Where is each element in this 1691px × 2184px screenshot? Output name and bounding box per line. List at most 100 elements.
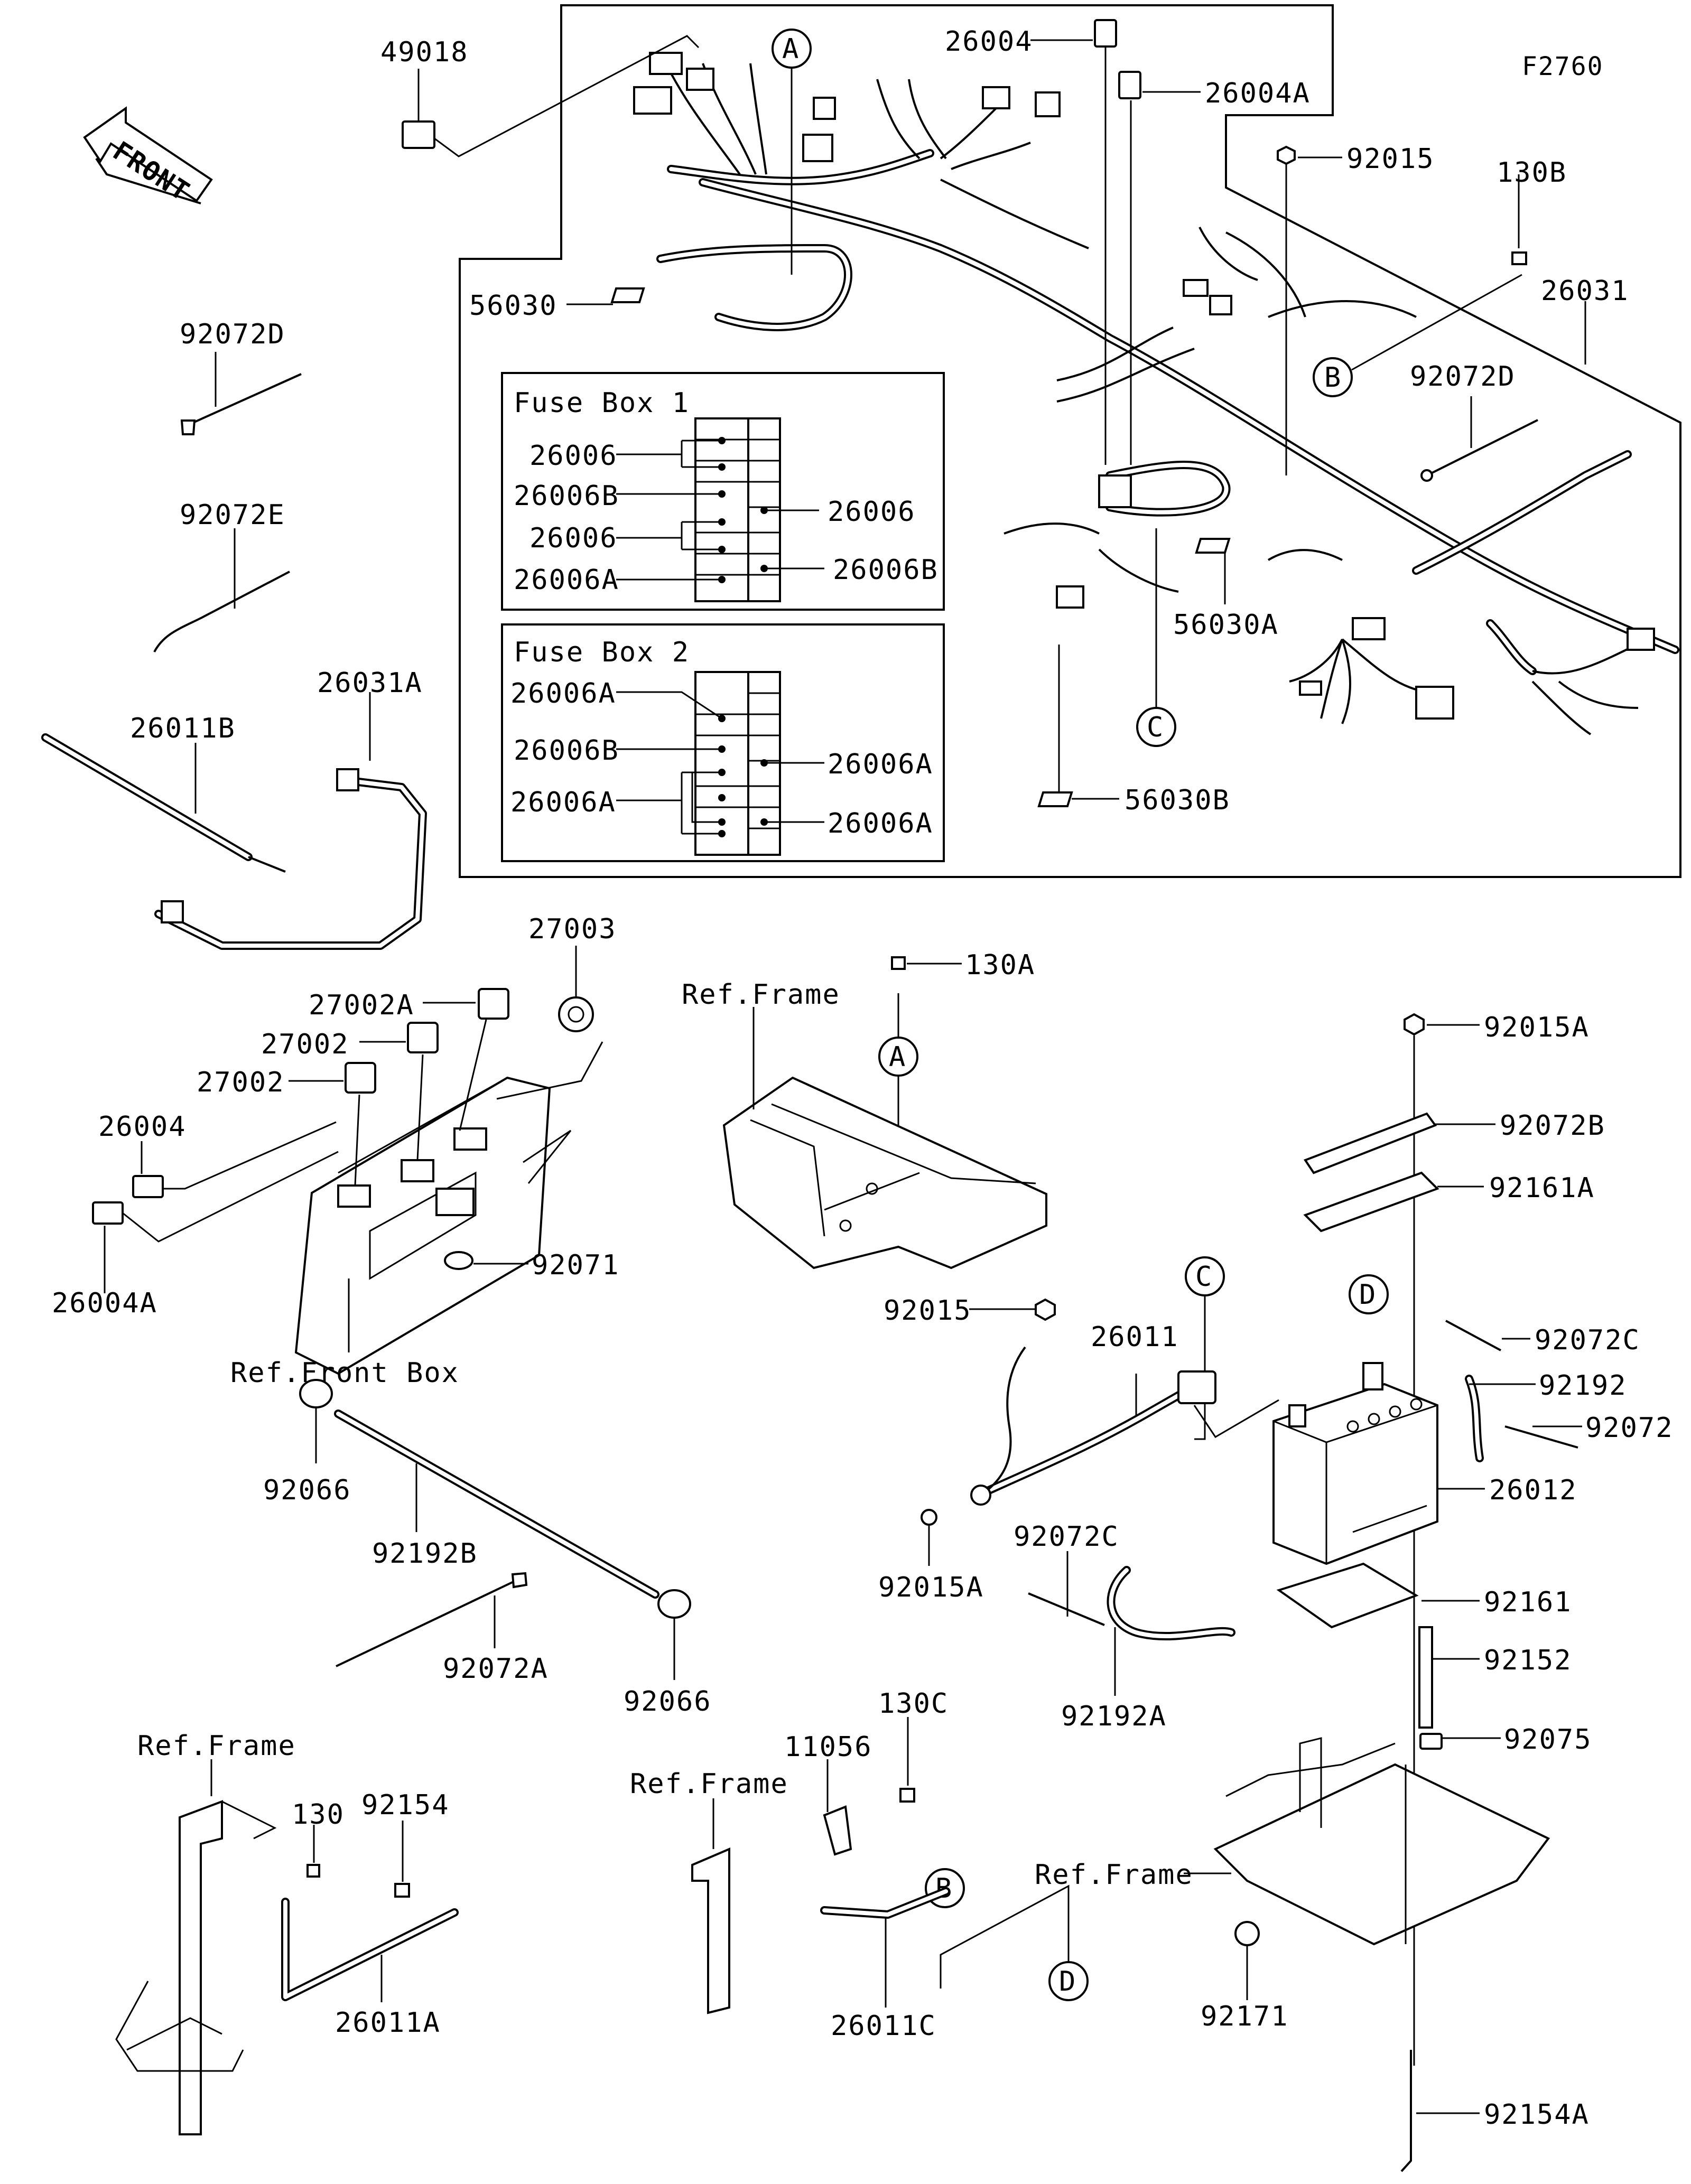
battery-area: 92015A 92072B 92161 A 92015 26011 92015A [878, 1012, 1674, 2172]
cable-guide-area: 92066 92192B 92066 92072A [263, 1379, 711, 1718]
frame-a-area: Ref.Frame 130A [682, 949, 1047, 1270]
label-92072c-left: 92072C [1014, 1521, 1119, 1553]
bolt-130b-icon [1511, 251, 1527, 265]
washer-92015a-bottom-icon [921, 1509, 937, 1526]
grommet-92071-icon [444, 1251, 473, 1270]
label-27002a: 27002A [309, 990, 414, 1021]
relay-27002-lower-icon [345, 1062, 376, 1094]
label-92015-mid: 92015 [884, 1295, 972, 1327]
svg-text:C: C [1147, 712, 1164, 743]
clamp-56030a-icon [1195, 538, 1231, 554]
label-92072d-left: 92072D [180, 319, 285, 350]
label-92171: 92171 [1201, 2001, 1289, 2032]
ref-frame-bottom-mid: Ref.Frame [630, 1768, 788, 1800]
fuse-box-1: Fuse Box 1 26006 26006B 26006 26006A 260… [501, 372, 945, 611]
label-92071: 92071 [532, 1249, 620, 1281]
callout-b-top: B [1313, 274, 1522, 397]
clamp-92171-icon [1234, 1921, 1260, 1946]
key-switch-27003-icon [558, 996, 594, 1032]
svg-text:D: D [1059, 1966, 1076, 1998]
label-26031: 26031 [1541, 275, 1629, 307]
fuse-box-1-right-label-2: 26006B [833, 554, 939, 586]
label-92161: 92161 [1484, 1586, 1572, 1618]
battery-tray-icon [1213, 1763, 1550, 1946]
callout-d-mid: D [1349, 1274, 1389, 1314]
label-92192b: 92192B [372, 1538, 478, 1570]
relay-26004a-front-icon [92, 1201, 124, 1225]
tube-92192a-icon [1107, 1566, 1235, 1640]
fuse-box-2-left-label-3: 26006A [510, 787, 616, 818]
bolt-130-icon [306, 1864, 320, 1878]
nut-92015a-top-icon [1404, 1013, 1425, 1036]
fuse-box-1-left-label-2: 26006B [514, 480, 619, 512]
figure-id: F2760 [1522, 52, 1604, 81]
label-26004: 26004 [945, 26, 1033, 58]
label-130: 130 [292, 1799, 345, 1831]
label-56030a: 56030A [1173, 609, 1279, 641]
label-27002-lower: 27002 [197, 1067, 285, 1098]
label-130a: 130A [965, 949, 1035, 981]
svg-text:A: A [782, 33, 800, 65]
cable-tie-92072e-icon [153, 571, 290, 652]
label-27003: 27003 [528, 913, 617, 945]
callout-c-top: C [1136, 528, 1176, 747]
ref-frame-bottom-left: Ref.Frame [137, 1730, 296, 1762]
label-26011: 26011 [1091, 1321, 1179, 1353]
fuse-box-1-right-label-1: 26006 [828, 496, 916, 528]
callout-c-mid: C [1185, 1256, 1225, 1440]
label-26004a-front: 26004A [52, 1287, 157, 1319]
svg-text:A: A [889, 1041, 906, 1073]
callout-d-bottom: D [940, 1884, 1089, 2001]
label-92075: 92075 [1504, 1724, 1592, 1756]
label-49018: 49018 [380, 36, 469, 68]
label-92072: 92072 [1585, 1412, 1674, 1444]
clamp-56030b-icon [1037, 791, 1073, 807]
pad-92161-icon [1276, 1562, 1419, 1629]
label-26011c: 26011C [831, 2010, 936, 2042]
ref-frame-battery: Ref.Frame [1035, 1859, 1193, 1891]
relay-27002a-icon [478, 988, 509, 1020]
fuse-box-2: Fuse Box 2 26006A 26006B 26006A 26006A 2… [501, 623, 945, 862]
label-92072c-right: 92072C [1535, 1324, 1640, 1356]
connector-49018-icon [402, 120, 435, 149]
label-92072e: 92072E [180, 499, 285, 531]
harness-area-labels: 49018 26004 26004A 92015 130B 26031 5603… [380, 19, 1629, 816]
label-92192a: 92192A [1061, 1701, 1167, 1732]
collar-92152-icon [1418, 1626, 1433, 1729]
svg-text:C: C [1195, 1261, 1213, 1293]
relay-26004-front-icon [132, 1175, 164, 1198]
label-11056: 11056 [784, 1731, 872, 1763]
bracket-11056-icon [823, 1805, 852, 1856]
fuse-box-2-title: Fuse Box 2 [514, 637, 690, 668]
pad-92161a-icon [1303, 1171, 1439, 1233]
clamp-56030-icon [610, 287, 645, 303]
relay-27002-upper-icon [407, 1022, 439, 1053]
grommet-92066-right-icon [657, 1589, 691, 1619]
fuse-box-1-left-label-4: 26006A [514, 564, 619, 596]
label-56030b: 56030B [1125, 785, 1230, 816]
nut-92015-icon [1035, 1298, 1056, 1321]
sub-harness-26031a-icon [154, 776, 427, 950]
ref-frame-a: Ref.Frame [682, 979, 840, 1011]
bolt-130c-icon [899, 1788, 915, 1803]
label-92066-left: 92066 [263, 1474, 351, 1506]
battery-holder-92072b-icon [1303, 1112, 1437, 1174]
clip-92075-icon [1419, 1733, 1443, 1750]
front-box-assembly: 27003 27002A 27002 27002 26004 26004A 92… [52, 913, 620, 1389]
label-26004-front: 26004 [98, 1111, 187, 1143]
label-92072b: 92072B [1500, 1110, 1605, 1142]
label-92072a: 92072A [443, 1653, 549, 1685]
label-92192: 92192 [1539, 1370, 1627, 1402]
battery-26012-icon [1272, 1362, 1438, 1565]
label-26011a: 26011A [335, 2007, 441, 2039]
fuse-box-1-left-label-3: 26006 [529, 522, 618, 554]
fuse-box-2-right-label-1: 26006A [828, 749, 933, 780]
label-92015a-top: 92015A [1484, 1012, 1590, 1043]
label-92015: 92015 [1346, 143, 1435, 175]
label-92015a-bottom: 92015A [878, 1572, 984, 1603]
label-27002-upper: 27002 [261, 1029, 349, 1060]
label-26004a: 26004A [1205, 78, 1311, 109]
label-26031a: 26031A [317, 667, 423, 699]
bolt-92154a-icon [1400, 2050, 1412, 2172]
